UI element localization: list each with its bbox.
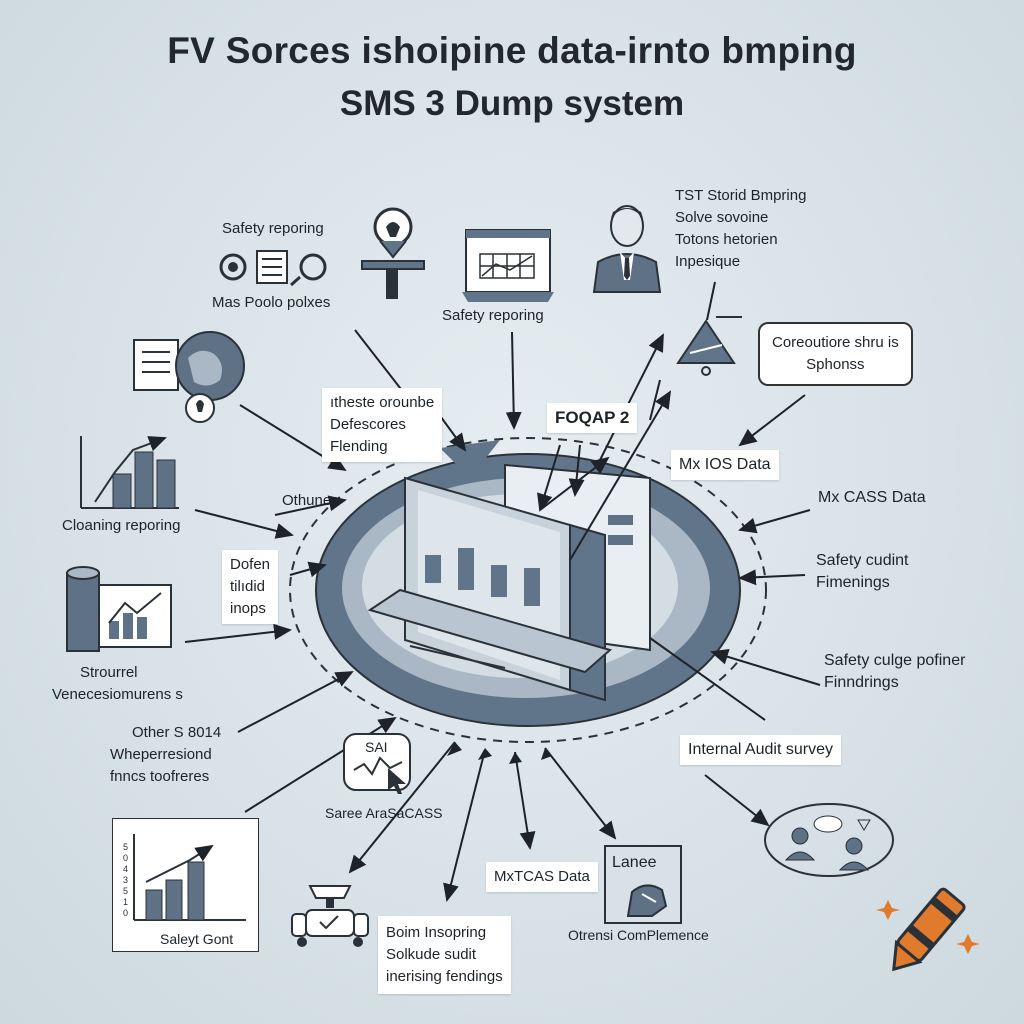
ithestе-line-2: Defescores (330, 416, 406, 433)
arrow-audit-meeting (704, 774, 770, 827)
ithestе-line-1: ıtheste orounbe (330, 394, 435, 411)
label-other-s: Other S 8014 Wheperresiond fnncs toofrer… (110, 722, 221, 788)
robot-machine-icon (291, 885, 369, 947)
warning-triangle-icon (676, 316, 742, 376)
diagram-title-line-1: FV Sorces ishoipine data-irnto bmping (167, 30, 857, 71)
arrow-lanee (544, 747, 617, 840)
tick-1: 5 (123, 842, 129, 852)
lightbulb-pin-icon (361, 207, 425, 299)
database-chart-icon (66, 566, 172, 652)
monitor-grid-icon (462, 229, 554, 302)
arrow-dofen (289, 561, 327, 578)
tst-line-1: TST Storid Bmpring (675, 187, 807, 204)
label-mx-cass: Mx CASS Data (818, 489, 926, 506)
bubble-line-1: Coreoutiore shru is (772, 334, 899, 351)
arrow-safety-cudint (738, 569, 806, 586)
tst-line-2: Solve sovoine (675, 209, 769, 226)
arrow-bubble (738, 394, 806, 447)
hand-icon (626, 884, 668, 917)
bottom-box-line-1: Boim Insoprіng (386, 924, 487, 941)
other-s-line-3: fnncs toofreres (110, 768, 210, 785)
arrow-other-s (237, 671, 354, 733)
person-icon (592, 205, 662, 293)
arrow-internal-audit-line (649, 637, 766, 721)
arrow-strourrel (184, 623, 292, 643)
tst-line-4: Inpesique (675, 253, 741, 270)
arrow-bottom-box (443, 749, 486, 902)
chart-card (112, 818, 259, 952)
strourrel-line-1: Strourrel (80, 664, 138, 681)
arrow-mxtcas (514, 751, 536, 850)
arrow-safety-culge (710, 649, 821, 686)
bottom-box-line-2: Solkude sudit (386, 946, 477, 963)
arrow-othunes (274, 495, 347, 516)
label-cloaning: Cloaning reporing (62, 517, 181, 534)
meeting-group-icon (764, 803, 894, 877)
other-s-line-2: Wheperresiond (110, 746, 212, 763)
diagram-title-line-2: SMS 3 Dump system (339, 84, 685, 123)
dofen-box: Dofen tilıdid inops (222, 550, 279, 624)
other-s-line-1: Other S 8014 (132, 724, 222, 741)
safety-culge-line-1: Safety culge pofiner (824, 652, 966, 669)
label-otrensi: Otrensi ComPlemence (568, 927, 709, 943)
bottom-findings-box: Boim Insoprіng Solkude sudit inerising f… (378, 916, 511, 994)
arrow-to-mxios (539, 456, 610, 511)
tick-7: 0 (123, 908, 129, 918)
map-document-icon (133, 331, 245, 423)
bottom-box-line-3: inerising fendings (386, 968, 503, 985)
strourrel-line-2: Venecesiomurens s (52, 686, 183, 703)
growth-chart-icon (133, 834, 246, 921)
crayon-logo-icon (876, 887, 980, 972)
label-othunes: Othunes (282, 492, 339, 509)
label-safety-reporing-mid: Safety reporing (442, 307, 544, 324)
safety-cudint-line-1: Safety cudint (816, 552, 909, 569)
dofen-line-2: tilıdid (230, 578, 266, 595)
bar-chart-icon (80, 436, 179, 509)
label-tst-group: TST Storid Bmpring Solve sovoine Totons … (675, 185, 806, 273)
arrow-foqap-a (537, 444, 561, 512)
label-safety-culge: Safety culge pofiner Finndrings (824, 650, 965, 694)
chart-axis-ticks: 5 0 4 3 5 1 0 (123, 842, 128, 919)
label-safety-cudint: Safety cudint Fimenings (816, 550, 909, 594)
dofen-line-1: Dofen (230, 556, 271, 573)
label-lanee: Lanee (612, 854, 657, 871)
label-strourrel: Strourrel Venecesiomurens s (52, 662, 183, 706)
label-safety-reporing-top: Safety reporing (222, 220, 324, 237)
tick-4: 3 (123, 875, 129, 885)
internal-audit-box: Internal Audit survey (680, 735, 841, 765)
arrow-mx-cass (738, 509, 811, 534)
tst-line-3: Totons hetorien (675, 231, 778, 248)
label-saree: Saree AraSaCASS (325, 805, 443, 821)
arrow-upper-right (649, 379, 661, 421)
callout-bubble: Coreoutiore shru is Sphonss (758, 322, 913, 386)
safety-culge-line-2: Finndrings (824, 674, 899, 691)
dofen-line-3: inops (230, 600, 266, 617)
arrow-foqap-b (568, 444, 585, 497)
tick-6: 1 (123, 897, 129, 907)
label-saleyt: Saleyt Gont (160, 931, 234, 947)
arrow-safety-reporing-mid (505, 331, 522, 430)
tick-3: 4 (123, 864, 129, 874)
tick-2: 0 (123, 853, 129, 863)
arrow-tst (706, 281, 716, 321)
arrow-to-center-up (569, 390, 672, 561)
arrow-to-triangle (599, 333, 664, 461)
label-mas-poolo: Mas Poolo polxes (212, 294, 331, 311)
safety-cudint-line-2: Fimenings (816, 574, 890, 591)
label-sai: SAI (365, 739, 388, 755)
ithestе-box: ıtheste orounbe Defescores Flending (322, 388, 443, 462)
waveform-cursor-icon (343, 733, 411, 794)
ithestе-line-3: Flending (330, 438, 388, 455)
arrow-cloaning (194, 509, 294, 539)
arrow-saree (348, 741, 456, 874)
mx-ios-box: Mx IOS Data (671, 450, 779, 480)
gear-document-search-icon (219, 250, 327, 287)
tick-5: 5 (123, 886, 129, 896)
foqap-box: FOQAP 2 (547, 403, 638, 433)
mxtcas-box: MxTCAS Data (486, 862, 598, 892)
bubble-line-2: Sphonss (806, 356, 865, 373)
